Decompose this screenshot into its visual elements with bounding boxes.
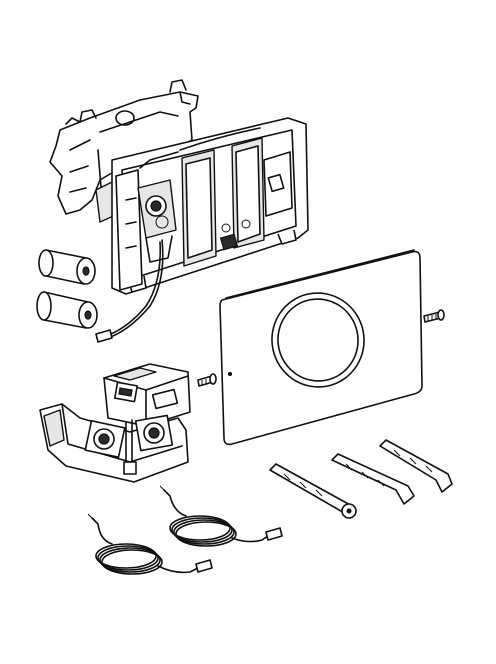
mounting-bracket xyxy=(49,79,199,223)
rod-back xyxy=(379,439,453,493)
screw-right xyxy=(423,309,445,323)
rod-middle xyxy=(331,453,415,505)
screw-left xyxy=(197,373,217,387)
cover-plate xyxy=(219,249,423,446)
cable-coil-right xyxy=(159,485,283,547)
frame-cable xyxy=(95,239,164,343)
actuator-frame xyxy=(111,117,309,295)
control-module xyxy=(39,363,191,483)
battery-top xyxy=(38,249,96,285)
cable-coil-left xyxy=(87,513,213,575)
battery-bottom xyxy=(36,291,98,329)
rod-front xyxy=(269,463,357,519)
